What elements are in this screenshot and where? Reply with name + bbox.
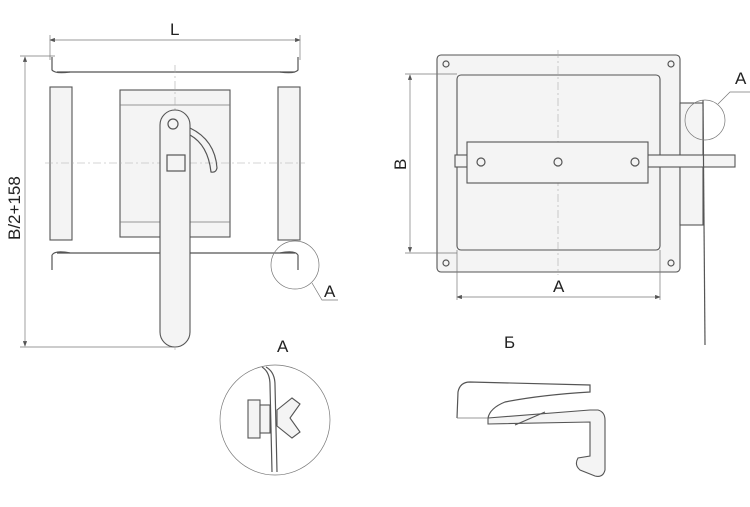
detail-b-title: Б bbox=[504, 333, 515, 352]
left-flange-bar bbox=[49, 86, 73, 241]
lock-arc bbox=[189, 127, 218, 173]
blade-bar bbox=[466, 141, 649, 184]
dim-a-label: A bbox=[553, 277, 565, 296]
dim-b-label: B bbox=[391, 159, 410, 170]
callout-circle-a-side bbox=[684, 99, 726, 141]
callout-circle-a bbox=[270, 240, 320, 290]
detail-a-title: A bbox=[277, 337, 289, 356]
dim-height-label: B/2+158 bbox=[5, 176, 24, 240]
wing-nut-icon bbox=[167, 118, 179, 130]
callout-label-a: A bbox=[324, 282, 336, 301]
detail-b: Б bbox=[456, 333, 606, 477]
square-shaft bbox=[166, 154, 186, 172]
dim-length-label: L bbox=[170, 20, 179, 39]
wing-nut-icon bbox=[276, 397, 301, 439]
bolt-head bbox=[247, 399, 261, 439]
detail-a: A bbox=[219, 337, 331, 476]
side-view: A B A bbox=[391, 50, 750, 346]
right-flange-bar bbox=[277, 86, 301, 241]
callout-label-a-side: A bbox=[735, 69, 747, 88]
front-view: L B/2+158 A bbox=[5, 20, 338, 350]
flange-profile bbox=[487, 409, 606, 477]
handle-lever bbox=[159, 109, 191, 348]
